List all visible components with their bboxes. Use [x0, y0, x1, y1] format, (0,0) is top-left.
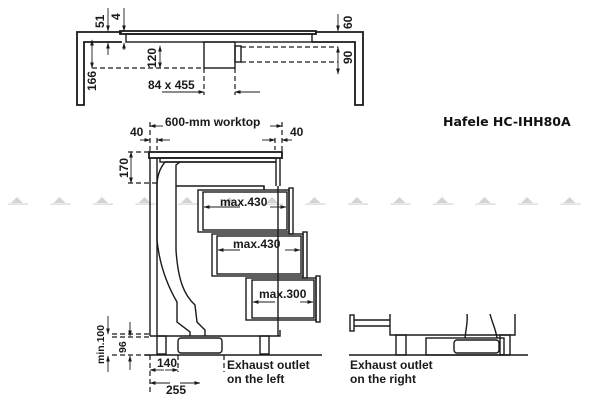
worktop-right-leg: [312, 31, 364, 106]
dim-120: 120: [145, 48, 159, 68]
fan-outlet: [234, 45, 242, 63]
top-section-view: 51 4 60 120 90 166 84 x 455: [76, 8, 364, 106]
exhaust-outlet-right: [453, 339, 500, 354]
exhaust-left-line2: on the left: [227, 372, 284, 386]
exhaust-right-line1: Exhaust outlet: [350, 358, 433, 372]
dim-90: 90: [341, 50, 355, 64]
watermark-logo: [135, 197, 156, 205]
cabinet-left-panel: [149, 158, 158, 336]
watermark-strip: [8, 197, 581, 205]
margin-right: 40: [290, 125, 304, 139]
watermark-logo: [305, 197, 326, 205]
watermark-logo: [390, 197, 411, 205]
right-foot: [259, 335, 270, 355]
watermark-logo: [8, 197, 28, 205]
foot-a: [395, 334, 407, 356]
watermark-logo: [433, 197, 453, 205]
exhaust-duct: [156, 161, 206, 336]
worktop-outline: [76, 31, 122, 106]
drawer-2: max.430: [211, 231, 308, 279]
dim-140: 140: [157, 356, 177, 370]
fan-unit: [203, 41, 236, 69]
cabinet-base: [150, 330, 281, 337]
watermark-logo: [263, 197, 283, 205]
cabinet-right-panel: [275, 158, 281, 186]
side-section-view: 600-mm worktop 40 40 170 max.430: [95, 115, 322, 397]
exhaust-right-line2: on the right: [350, 372, 416, 386]
watermark-logo: [50, 197, 71, 205]
dim-166: 166: [85, 71, 99, 91]
margin-left: 40: [130, 125, 144, 139]
dim-255: 255: [166, 383, 186, 397]
product-title: Hafele HC-IHH80A: [443, 114, 571, 129]
watermark-logo: [93, 197, 113, 205]
drawer-2-depth: max.430: [233, 237, 281, 251]
exhaust-right-detail: Exhaust outlet on the right: [349, 313, 528, 386]
watermark-logo: [348, 197, 368, 205]
watermark-logo: [560, 197, 581, 205]
hob-body: [125, 33, 313, 43]
watermark-logo: [178, 197, 198, 205]
dim-4: 4: [109, 13, 123, 20]
worktop-label: 600-mm worktop: [165, 115, 260, 129]
watermark-logo: [518, 197, 538, 205]
drawer-handle: [349, 314, 355, 332]
dim-60: 60: [341, 15, 355, 29]
drawer-3: max.300: [245, 275, 321, 323]
watermark-logo: [220, 197, 241, 205]
watermark-logo: [475, 197, 496, 205]
drawer-3-depth: max.300: [259, 287, 307, 301]
dim-51: 51: [93, 14, 107, 28]
drawer-1: max.430: [197, 187, 294, 235]
dim-min100: min.100: [95, 325, 107, 364]
drawer-1-depth: max.430: [220, 195, 268, 209]
left-foot: [156, 335, 167, 355]
dim-96: 96: [117, 341, 129, 353]
exhaust-outlet-left: [177, 337, 223, 354]
exhaust-left-line1: Exhaust outlet: [227, 358, 310, 372]
worktop-slab: [148, 151, 283, 159]
dim-cutout: 84 x 455: [148, 78, 195, 92]
dim-170: 170: [117, 158, 131, 178]
